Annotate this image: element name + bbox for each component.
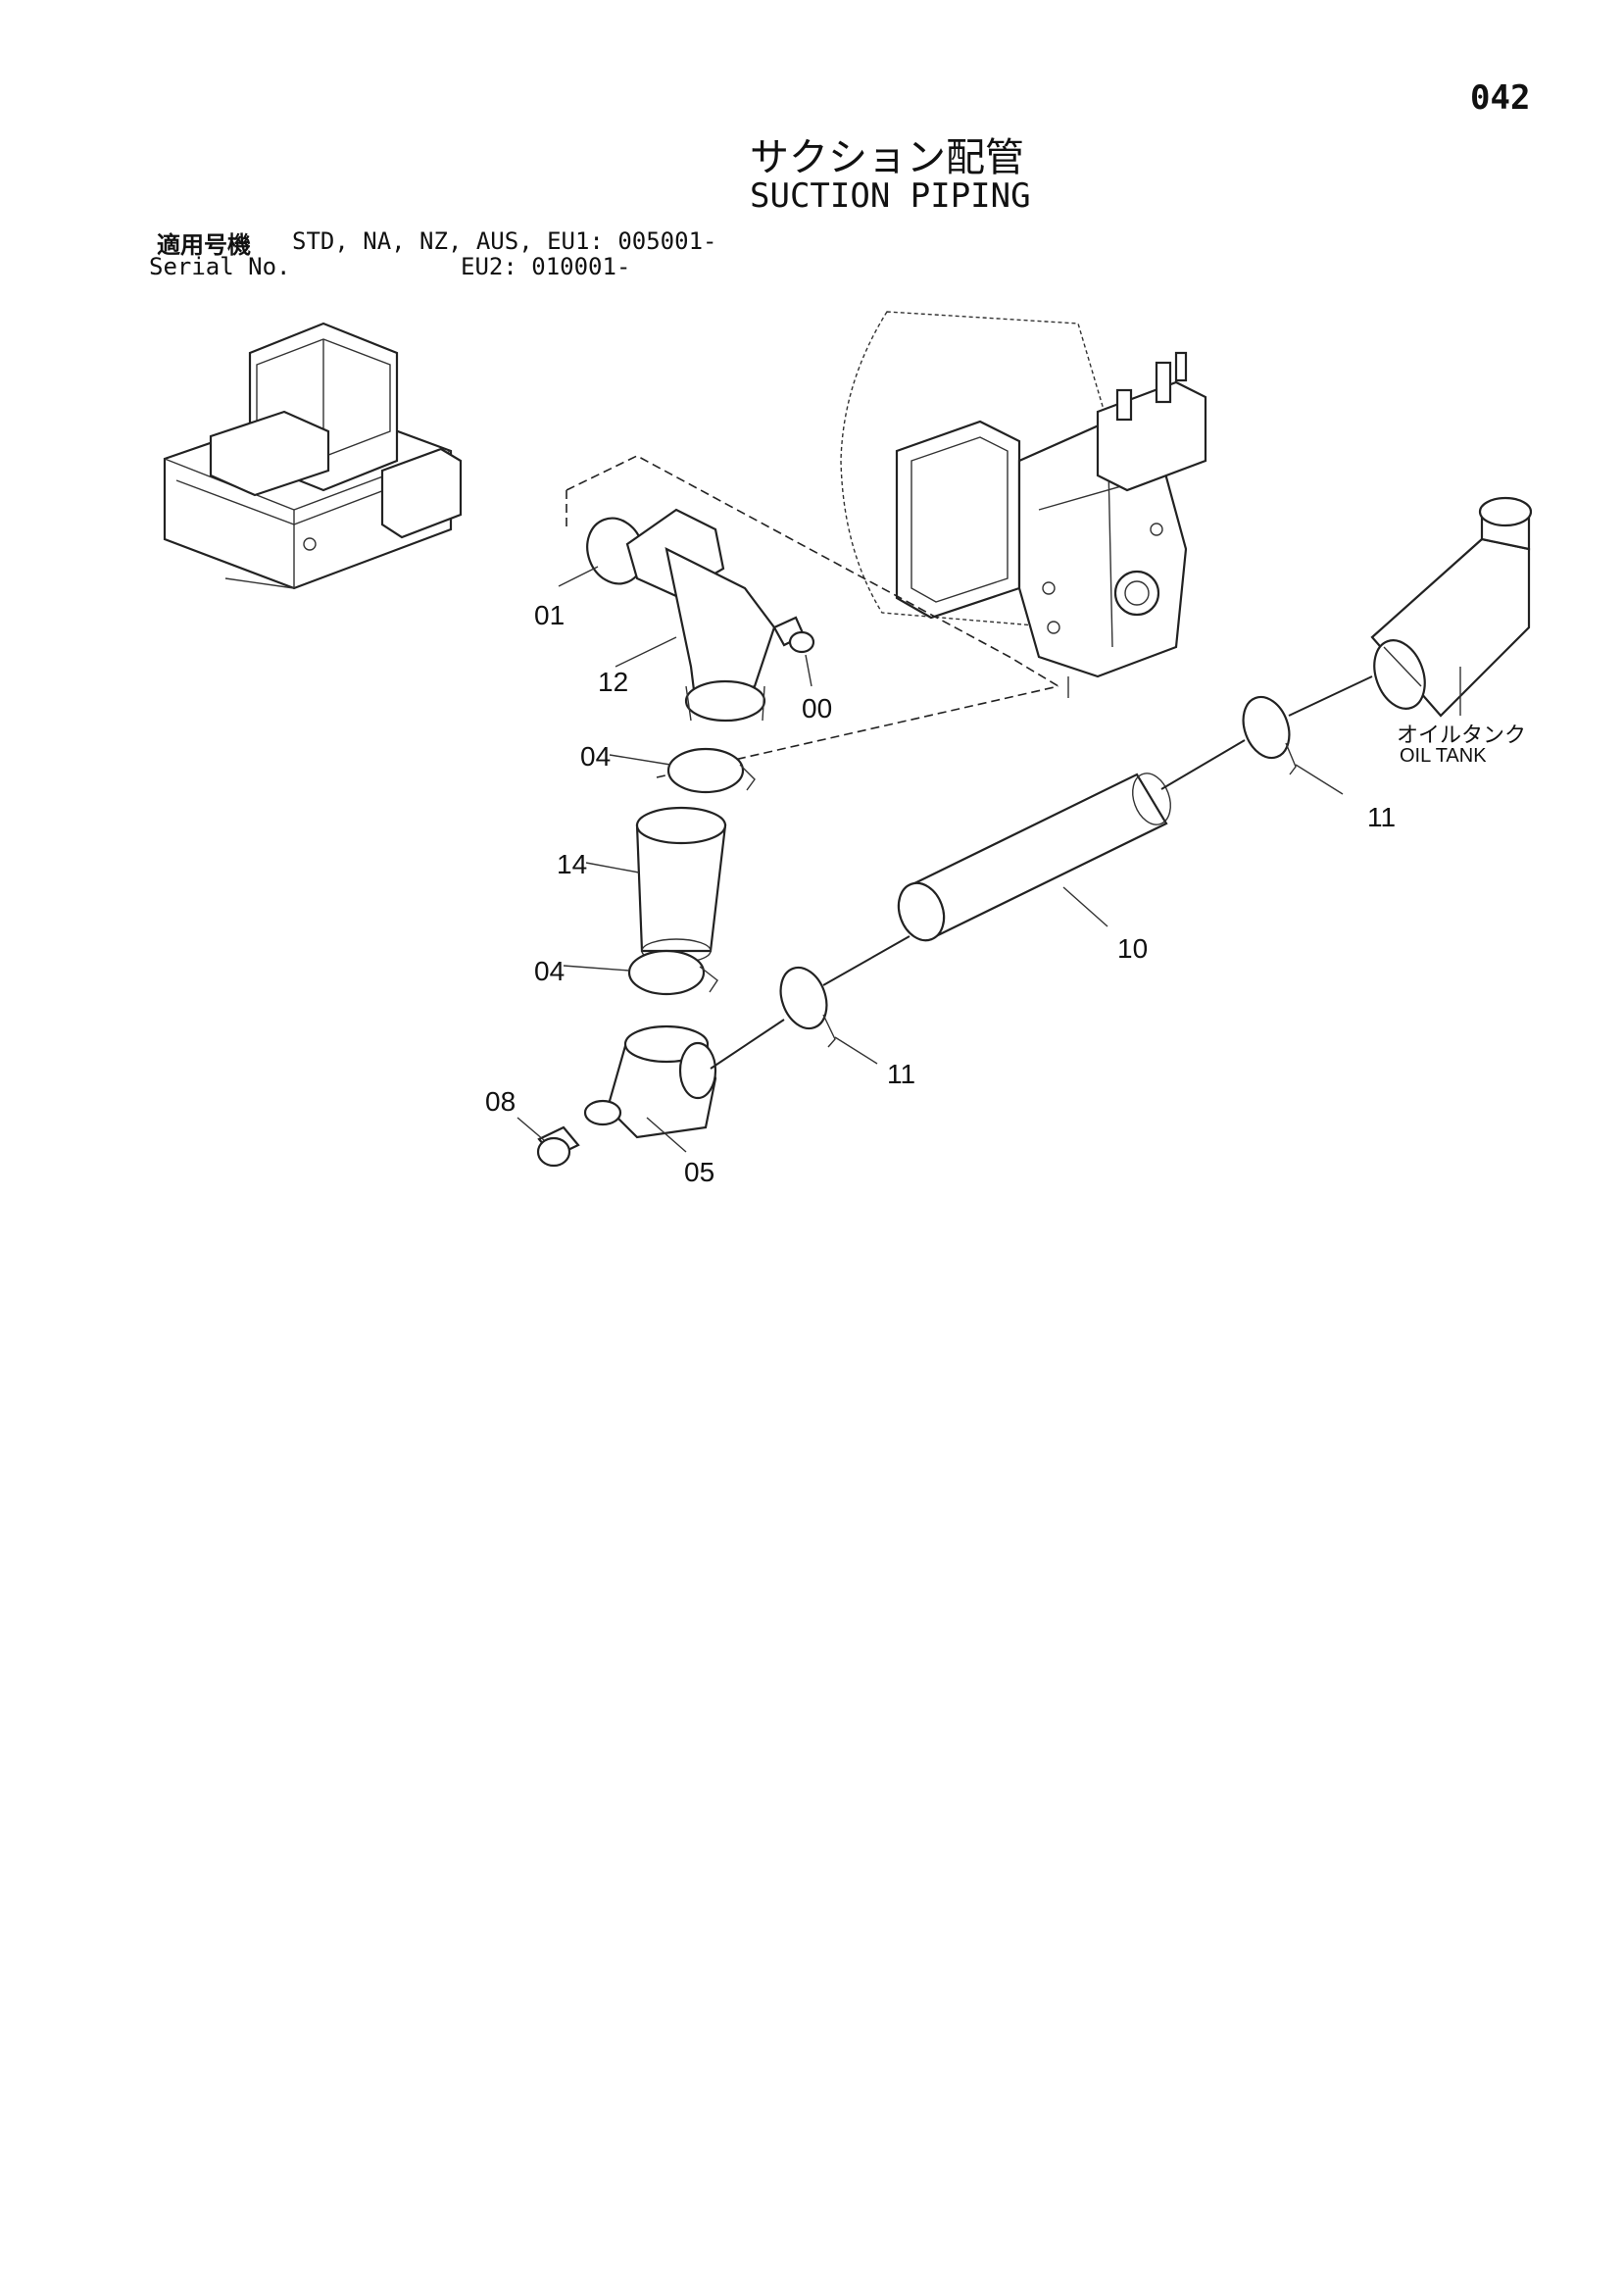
tee-fitting-part-05 bbox=[583, 1024, 717, 1139]
page-title-en: SUCTION PIPING bbox=[750, 176, 1031, 216]
oil-tank-label-jp: オイルタンク bbox=[1397, 724, 1527, 748]
serial-label-en: Serial No. bbox=[149, 253, 291, 280]
excavator-illustration bbox=[163, 322, 463, 590]
serial-range-eu2: EU2: 010001- bbox=[461, 253, 631, 280]
plug-part-08 bbox=[536, 1125, 580, 1168]
callout-11-upper: 11 bbox=[1367, 802, 1397, 832]
callout-04-upper: 04 bbox=[580, 741, 612, 772]
hose-clamp-part-04b bbox=[627, 949, 718, 996]
oil-tank-pipe-illustration bbox=[1370, 496, 1533, 718]
oil-tank-label-en: OIL TANK bbox=[1400, 745, 1487, 767]
hose-part-14 bbox=[635, 806, 727, 964]
callout-05: 05 bbox=[684, 1157, 715, 1187]
callout-08: 08 bbox=[485, 1086, 517, 1117]
serial-range-std: STD, NA, NZ, AUS, EU1: 005001- bbox=[292, 227, 717, 255]
bolt-part-00 bbox=[772, 616, 815, 654]
hose-clamp-part-11a bbox=[779, 966, 836, 1048]
page-number: 042 bbox=[1470, 78, 1531, 118]
callout-11-lower: 11 bbox=[887, 1059, 916, 1089]
page-title-jp: サクション配管 bbox=[750, 135, 1024, 180]
callout-10: 10 bbox=[1117, 933, 1149, 964]
suction-pipe-part-10 bbox=[897, 773, 1171, 942]
hydraulic-pump-illustration bbox=[840, 311, 1207, 698]
callout-14: 14 bbox=[557, 849, 588, 879]
callout-01: 01 bbox=[534, 600, 566, 630]
elbow-flange-part-12 bbox=[625, 508, 776, 723]
hose-clamp-part-04a bbox=[666, 747, 756, 794]
serial-label-jp: 適用号機 bbox=[157, 231, 251, 259]
callout-12: 12 bbox=[598, 667, 629, 697]
callout-00: 00 bbox=[802, 693, 833, 724]
hose-clamp-part-11b bbox=[1242, 695, 1297, 775]
callout-04-lower: 04 bbox=[534, 956, 566, 986]
